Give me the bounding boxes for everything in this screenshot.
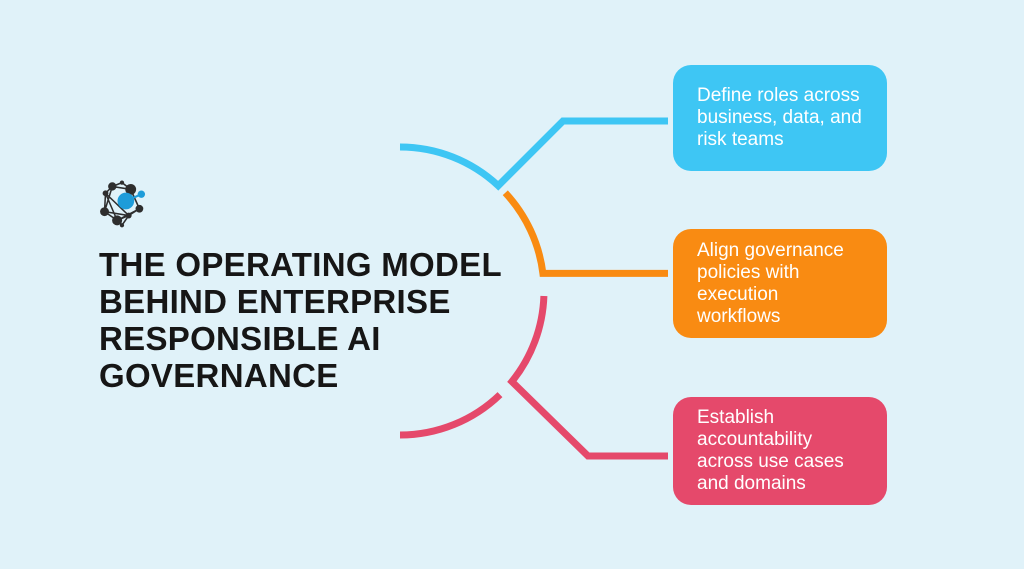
title-line: BEHIND ENTERPRISE — [99, 283, 451, 320]
card-text-line: Align governance — [697, 239, 844, 261]
card-text-line: accountability — [697, 429, 813, 450]
node-card-align-governance: Align governance policies with execution… — [673, 229, 887, 338]
connector-align-governance — [502, 190, 668, 277]
card-text-line: policies with — [697, 261, 800, 283]
title-line: RESPONSIBLE AI — [99, 320, 381, 357]
card-text-line: across use cases — [697, 451, 844, 472]
network-nodes-icon — [100, 180, 146, 228]
card-text-line: execution — [697, 283, 779, 305]
page-title: THE OPERATING MODEL BEHIND ENTERPRISE RE… — [99, 246, 569, 394]
card-text-line: and domains — [697, 473, 806, 494]
connector-establish-accountability — [507, 295, 668, 460]
title-line: GOVERNANCE — [99, 357, 339, 394]
connector-arc-bottom-segment — [399, 392, 503, 439]
card-text-line: business, data, and — [697, 107, 862, 128]
node-card-define-roles: Define roles across business, data, and … — [673, 65, 887, 171]
card-text-line: Define roles across — [697, 85, 860, 106]
card-text-line: Establish — [697, 407, 775, 428]
card-text-line: risk teams — [697, 129, 784, 150]
connector-define-roles — [399, 117, 668, 191]
node-card-establish-accountability: Establish accountability across use case… — [673, 397, 887, 505]
card-text-line: workflows — [697, 305, 781, 327]
title-line: THE OPERATING MODEL — [99, 246, 502, 283]
